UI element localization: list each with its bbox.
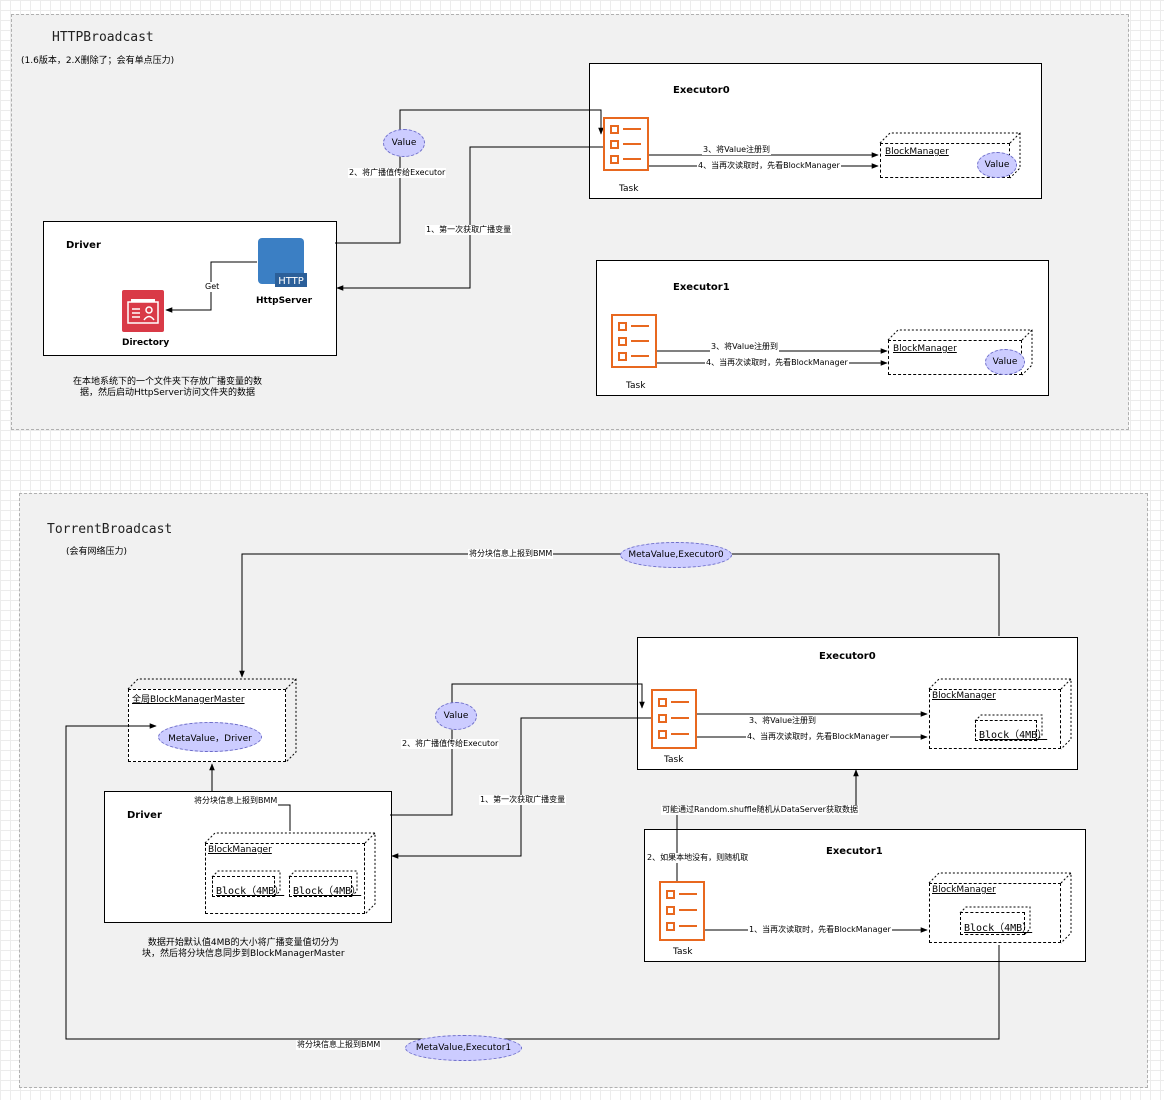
http-wire-step2: [335, 109, 604, 244]
torrent-executor0-title: Executor0: [819, 651, 876, 662]
http-e0-step4-label: 4、当再次读取时，先看BlockManager: [697, 161, 841, 171]
http-e1-step4-label: 4、当再次读取时，先看BlockManager: [705, 358, 849, 368]
http-executor0-task-label: Task: [619, 184, 639, 194]
torrent-e1-step1-label: 1、当再次读取时，先看BlockManager: [748, 925, 892, 935]
http-note: 在本地系统下的一个文件夹下存放广播变量的数 据，然后启动HttpServer访问…: [73, 377, 263, 398]
torrent-executor0-bm-label: BlockManager: [932, 691, 996, 701]
torrent-note: 数据开始默认值4MB的大小将广播变量值切分为 块，然后将分块信息同步到Block…: [142, 938, 345, 959]
meta-driver-pill: MetaValue，Driver: [158, 722, 262, 752]
bmm-title: 全局BlockManagerMaster: [132, 695, 245, 705]
http-step1-label: 1、第一次获取广播变量: [425, 225, 513, 235]
http-value-pill: Value: [383, 129, 425, 157]
http-executor1-value-pill: Value: [985, 349, 1025, 375]
http-executor1-bm-label: BlockManager: [893, 344, 957, 354]
torrent-wire-report-bottom: [65, 723, 1000, 1040]
torrent-e0-step4-label: 4、当再次读取时，先看BlockManager: [746, 732, 890, 742]
torrent-executor0-task-icon: [651, 689, 697, 749]
http-server-label: HttpServer: [256, 296, 313, 306]
driver-block-1: Block（4MB）: [211, 870, 284, 898]
torrent-executor1-block: Block（4MB）: [959, 906, 1033, 936]
http-executor0-bm-label: BlockManager: [885, 147, 949, 157]
http-executor0-task-icon: [603, 117, 649, 171]
torrent-executor1-bm-label: BlockManager: [932, 885, 996, 895]
torrent-report-top-label: 将分块信息上报到BMM: [468, 549, 554, 559]
http-get-label: Get: [204, 282, 221, 292]
driver-block-2-label: Block（4MB）: [293, 886, 362, 897]
http-wire-step1: [336, 146, 607, 291]
http-title: HTTPBroadcast: [52, 30, 154, 45]
torrent-step1-label: 1、第一次获取广播变量: [479, 795, 567, 805]
driver-bm-label: BlockManager: [208, 845, 272, 855]
meta-exec0-pill: MetaValue,Executor0: [620, 542, 732, 568]
http-e1-step3-label: 3、将Value注册到: [710, 342, 780, 352]
http-executor0-title: Executor0: [673, 85, 730, 96]
torrent-e1-step2-label: 2、如果本地没有，则随机取: [646, 853, 750, 863]
torrent-value-pill: Value: [435, 702, 477, 730]
http-executor0-value-pill: Value: [977, 152, 1017, 178]
torrent-driver-title: Driver: [127, 810, 162, 821]
torrent-executor1-task-label: Task: [673, 947, 693, 957]
torrent-executor1-task-icon: [659, 881, 705, 941]
torrent-step2-label: 2、将广播值传给Executor: [401, 739, 500, 749]
http-subtitle: (1.6版本，2.X删除了；会有单点压力): [21, 56, 175, 66]
directory-label: Directory: [122, 338, 170, 348]
http-e0-step3-label: 3、将Value注册到: [702, 145, 772, 155]
torrent-executor1-title: Executor1: [826, 846, 883, 857]
torrent-executor0-block-label: Block（4MB）: [979, 730, 1048, 741]
driver-block-2: Block（4MB）: [288, 870, 361, 898]
torrent-executor0-block-manager: BlockManager: [928, 678, 1072, 750]
http-executor1-task-label: Task: [626, 381, 646, 391]
http-badge-text: HTTP: [278, 276, 304, 287]
driver-block-1-label: Block（4MB）: [216, 886, 285, 897]
torrent-executor1-block-label: Block（4MB）: [964, 923, 1033, 934]
http-server-icon: HTTP: [257, 237, 309, 289]
torrent-broadcast-frame: [19, 493, 1148, 1088]
http-step2-label: 2、将广播值传给Executor: [348, 168, 447, 178]
torrent-wire-driver-bmm: [212, 804, 291, 831]
torrent-wire-step1: [391, 717, 651, 859]
random-fetch-label: 可能通过Random.shuffle随机从DataServer获取数据: [661, 805, 859, 815]
torrent-report-bottom-label: 将分块信息上报到BMM: [296, 1040, 382, 1050]
torrent-e0-step3-label: 3、将Value注册到: [748, 716, 818, 726]
torrent-report-driver-label: 将分块信息上报到BMM: [193, 796, 279, 806]
torrent-wire-random: [676, 769, 859, 887]
torrent-wire-report-top: [239, 553, 1000, 678]
meta-exec1-pill: MetaValue,Executor1: [405, 1035, 522, 1061]
http-driver-title: Driver: [66, 240, 101, 251]
directory-icon: [122, 290, 164, 332]
torrent-wire-step2: [390, 683, 645, 816]
torrent-title: TorrentBroadcast: [47, 522, 173, 537]
http-executor1-title: Executor1: [673, 282, 730, 293]
http-executor1-task-icon: [611, 314, 657, 368]
torrent-executor0-block: Block（4MB）: [974, 714, 1047, 742]
torrent-subtitle: (会有网络压力): [66, 547, 128, 557]
torrent-executor0-task-label: Task: [664, 755, 684, 765]
